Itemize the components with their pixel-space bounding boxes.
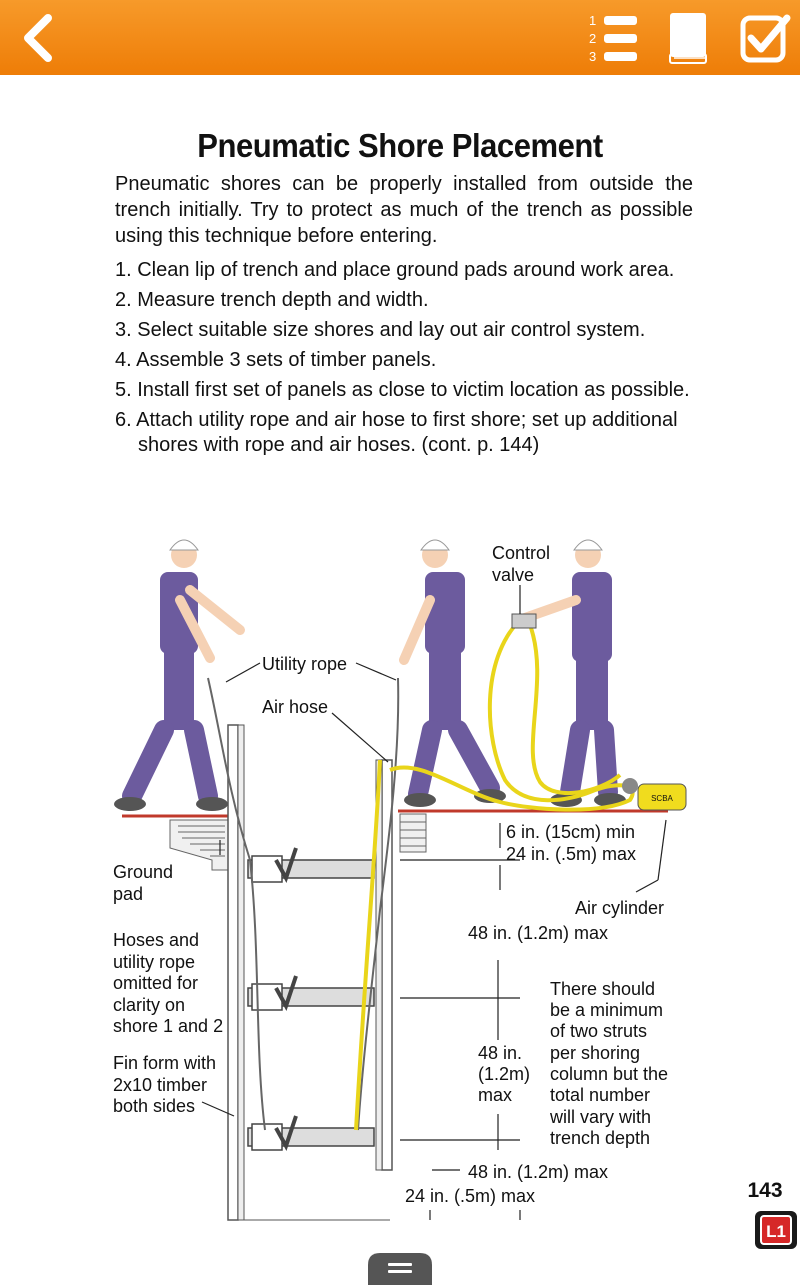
svg-text:Control: Control [492, 543, 550, 563]
svg-text:48 in. (1.2m) max: 48 in. (1.2m) max [468, 1162, 608, 1182]
svg-text:L1: L1 [766, 1222, 786, 1241]
strut-1 [247, 847, 375, 883]
list-item: 5. Install first set of panels as close … [115, 379, 690, 401]
strut-2 [247, 975, 375, 1011]
svg-text:omitted for: omitted for [113, 973, 198, 993]
steps-list: 1. Clean lip of trench and place ground … [115, 258, 715, 463]
svg-text:Air hose: Air hose [262, 697, 328, 717]
svg-text:1: 1 [589, 13, 596, 28]
svg-text:There should: There should [550, 979, 655, 999]
svg-text:Fin form with: Fin form with [113, 1053, 216, 1073]
scba-cylinder: SCBA [622, 778, 687, 811]
checklist-icon[interactable] [738, 10, 792, 66]
svg-text:(1.2m): (1.2m) [478, 1064, 530, 1084]
intro-paragraph: Pneumatic shores can be properly install… [115, 173, 693, 247]
svg-text:column but the: column but the [550, 1064, 668, 1084]
svg-text:of two struts: of two struts [550, 1021, 647, 1041]
page-title: Pneumatic Shore Placement [197, 127, 603, 164]
svg-text:max: max [478, 1085, 512, 1105]
book-icon[interactable] [666, 10, 710, 66]
svg-text:48 in.: 48 in. [478, 1043, 522, 1063]
svg-text:24 in. (.5m) max: 24 in. (.5m) max [405, 1186, 535, 1206]
svg-text:utility rope: utility rope [113, 952, 195, 972]
svg-text:SCBA: SCBA [651, 794, 673, 803]
back-chevron-icon[interactable] [16, 10, 66, 65]
svg-text:trench depth: trench depth [550, 1128, 650, 1148]
worker-left [114, 539, 245, 811]
svg-text:will vary with: will vary with [549, 1107, 651, 1127]
menu-handle-icon[interactable] [368, 1253, 432, 1285]
worker-right [520, 539, 626, 807]
list-item: 4. Assemble 3 sets of timber panels. [115, 349, 437, 371]
svg-text:2x10 timber: 2x10 timber [113, 1075, 207, 1095]
svg-text:valve: valve [492, 565, 534, 585]
svg-text:24 in. (.5m) max: 24 in. (.5m) max [506, 844, 636, 864]
svg-text:per shoring: per shoring [550, 1043, 640, 1063]
list-item: 1. Clean lip of trench and place ground … [115, 259, 675, 281]
toolbar: 1 2 3 [0, 0, 800, 75]
ground-pad-left [169, 819, 229, 871]
strut-3 [247, 1115, 375, 1151]
svg-text:Hoses and: Hoses and [113, 930, 199, 950]
svg-text:Ground: Ground [113, 862, 173, 882]
svg-text:total number: total number [550, 1085, 650, 1105]
svg-text:both sides: both sides [113, 1096, 195, 1116]
page-number: 143 [747, 1179, 783, 1202]
table-of-contents-icon[interactable]: 1 2 3 [584, 10, 640, 66]
svg-text:2: 2 [589, 31, 596, 46]
list-item: 3. Select suitable size shores and lay o… [115, 319, 646, 341]
svg-text:clarity on: clarity on [113, 995, 185, 1015]
svg-text:pad: pad [113, 884, 143, 904]
svg-text:Utility rope: Utility rope [262, 654, 347, 674]
svg-text:be a minimum: be a minimum [550, 1000, 663, 1020]
publisher-logo-icon[interactable]: L1 [754, 1210, 798, 1250]
list-item: 6. Attach utility rope and air hose to f… [115, 409, 678, 456]
ground-pad-right [399, 813, 427, 853]
svg-text:6 in. (15cm) min: 6 in. (15cm) min [506, 822, 635, 842]
trench-shoring-diagram: SCBA Control valve Utility rope [113, 539, 687, 1221]
svg-text:Air cylinder: Air cylinder [575, 898, 664, 918]
svg-text:48 in. (1.2m) max: 48 in. (1.2m) max [468, 923, 608, 943]
svg-text:3: 3 [589, 49, 596, 64]
svg-text:shore 1 and 2: shore 1 and 2 [113, 1016, 223, 1036]
book-page: Pneumatic Shore Placement Pneumatic shor… [0, 75, 800, 1285]
list-item: 2. Measure trench depth and width. [115, 289, 429, 311]
worker-middle [399, 539, 506, 807]
